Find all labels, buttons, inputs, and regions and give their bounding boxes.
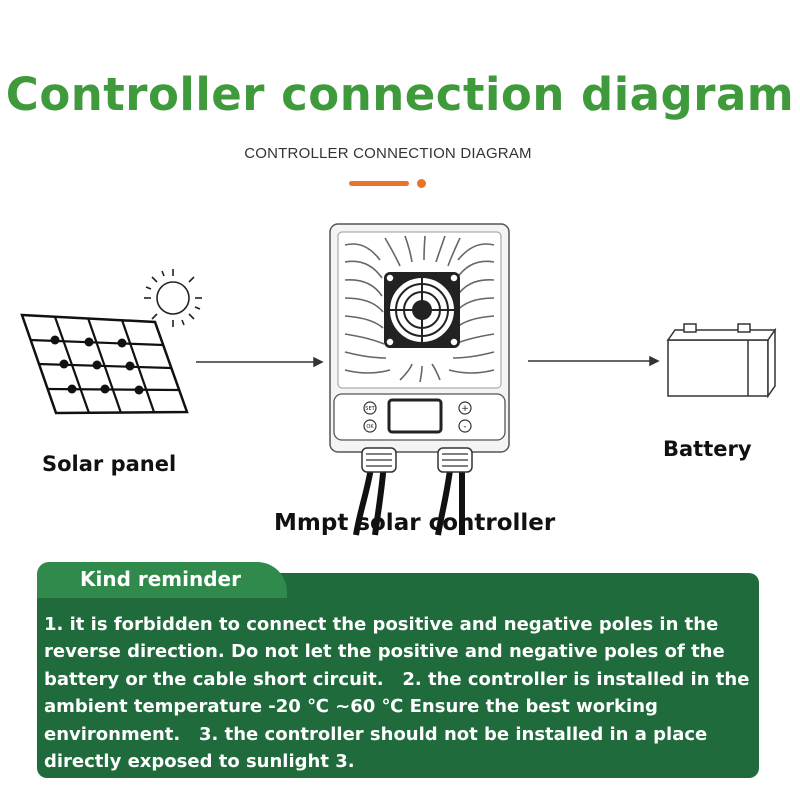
fan-icon xyxy=(384,272,460,348)
reminder-text: 1. it is forbidden to connect the positi… xyxy=(44,614,756,773)
connection-diagram: SET OK + - xyxy=(20,223,777,536)
accent-bar xyxy=(349,181,409,186)
set-button-label: SET xyxy=(365,406,375,412)
battery-label: Battery xyxy=(663,437,752,461)
reminder-title: Kind reminder xyxy=(80,567,241,591)
controller-to-battery-arrow xyxy=(528,355,660,367)
battery-icon xyxy=(666,323,777,399)
reminder-tab xyxy=(37,562,287,598)
solar-panel-icon xyxy=(20,313,189,415)
sun-icon xyxy=(144,269,202,327)
page-subtitle: CONTROLLER CONNECTION DIAGRAM xyxy=(244,145,532,162)
accent-dot xyxy=(417,179,426,188)
ok-button-label: OK xyxy=(366,424,374,430)
plus-button-label: + xyxy=(461,404,469,414)
panel-to-controller-arrow xyxy=(196,356,324,368)
page-title: Controller connection diagram xyxy=(5,68,795,121)
cable-glands xyxy=(353,447,473,536)
controller-icon: SET OK + - xyxy=(329,223,510,453)
reminder-panel xyxy=(37,573,759,778)
minus-button-label: - xyxy=(463,422,466,432)
solar-panel-label: Solar panel xyxy=(42,452,177,476)
controller-label: Mmpt solar controller xyxy=(274,510,556,536)
